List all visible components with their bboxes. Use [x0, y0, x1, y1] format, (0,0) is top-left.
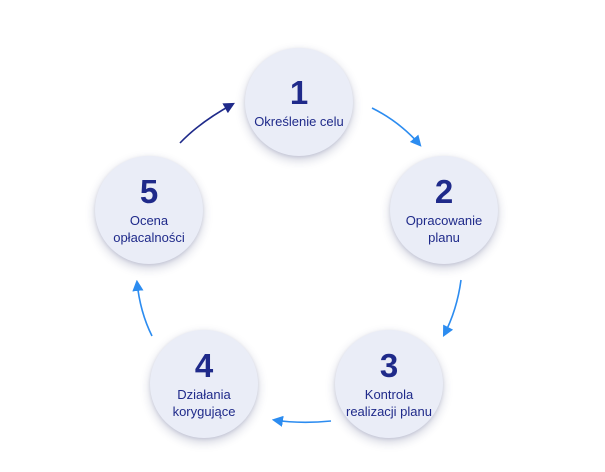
- step-number: 4: [194, 347, 214, 384]
- step-1-circle: 1 Określenie celu: [245, 48, 353, 156]
- step-label: Kontrola realizacji planu: [346, 387, 432, 419]
- step-label: Działania korygujące: [172, 387, 236, 419]
- step-label: Określenie celu: [254, 113, 344, 129]
- step-number: 1: [289, 73, 309, 111]
- step-5-circle: 5 Ocena opłacalności: [95, 156, 203, 264]
- arrow-3-to-4: [271, 415, 332, 427]
- step-2-circle: 2 Opracowanie planu: [390, 156, 498, 264]
- step-number: 5: [139, 173, 159, 210]
- step-label: Ocena opłacalności: [113, 213, 185, 245]
- step-label: Opracowanie planu: [405, 213, 483, 245]
- arrow-2-to-3: [442, 279, 462, 337]
- step-number: 2: [434, 173, 454, 210]
- step-number: 3: [379, 347, 399, 384]
- step-4-circle: 4 Działania korygujące: [150, 330, 258, 438]
- step-3-circle: 3 Kontrola realizacji planu: [335, 330, 443, 438]
- arrow-5-to-1: [179, 102, 235, 144]
- arrow-4-to-5: [132, 279, 153, 337]
- arrow-1-to-2: [371, 107, 422, 147]
